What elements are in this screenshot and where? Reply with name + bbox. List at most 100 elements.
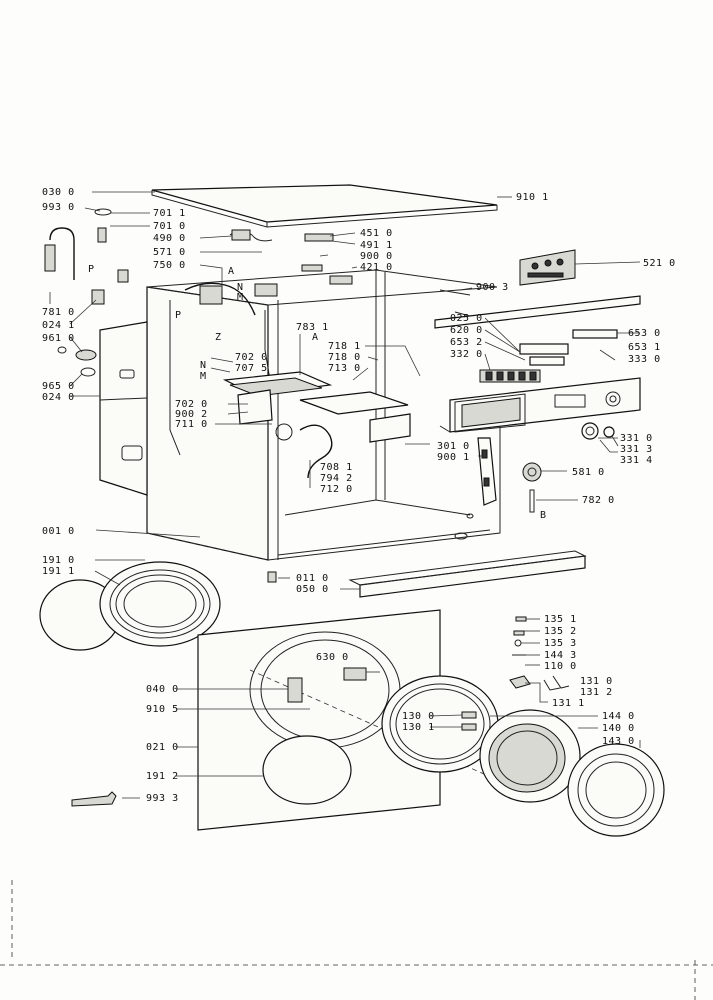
callout-a-top: A (228, 266, 235, 277)
hinge-pin-part (71, 791, 117, 807)
callout-p-left: P (88, 264, 95, 275)
label-130-0: 130 0 (402, 711, 435, 722)
label-781-0: 781 0 (42, 307, 75, 318)
pipe-assembly-part (44, 208, 129, 377)
label-711-0: 711 0 (175, 419, 208, 430)
label-653-1: 653 1 (628, 342, 661, 353)
callout-p-top: P (175, 310, 182, 321)
hinge-rail-part (477, 437, 497, 506)
label-135-1: 135 1 (544, 614, 577, 625)
label-782-0: 782 0 (582, 495, 615, 506)
leader-lines (49, 191, 641, 799)
label-620-0: 620 0 (450, 325, 483, 336)
callout-b: B (540, 510, 547, 521)
top-lid-part (151, 184, 498, 228)
label-143-0: 143 0 (602, 736, 635, 747)
door-seal-part (39, 561, 221, 651)
label-140-0: 140 0 (602, 723, 635, 734)
label-135-2: 135 2 (544, 626, 577, 637)
callout-z: Z (215, 332, 222, 343)
label-713-0: 713 0 (328, 363, 361, 374)
label-451-0: 451 0 (360, 228, 393, 239)
label-144-0: 144 0 (602, 711, 635, 722)
label-130-1: 130 1 (402, 722, 435, 733)
label-332-0: 332 0 (450, 349, 483, 360)
label-191-0: 191 0 (42, 555, 75, 566)
door-handle-part (509, 616, 570, 691)
label-630-0: 630 0 (316, 652, 349, 663)
label-025-0: 025 0 (450, 313, 483, 324)
label-900-1: 900 1 (437, 452, 470, 463)
label-135-3: 135 3 (544, 638, 577, 649)
kickplate-part (267, 550, 587, 598)
label-191-2: 191 2 (146, 771, 179, 782)
label-021-0: 021 0 (146, 742, 179, 753)
door-glass-part (479, 709, 581, 803)
label-750-0: 750 0 (153, 260, 186, 271)
label-131-1: 131 1 (552, 698, 585, 709)
label-131-0: 131 0 (580, 676, 613, 687)
control-panel-part (439, 377, 641, 433)
label-702-0-a: 702 0 (235, 352, 268, 363)
door-outer-ring-part (567, 743, 665, 837)
label-900-3: 900 3 (476, 282, 509, 293)
label-993-3: 993 3 (146, 793, 179, 804)
label-040-0: 040 0 (146, 684, 179, 695)
control-module-part (519, 249, 576, 286)
label-993-0: 993 0 (42, 202, 75, 213)
label-653-0: 653 0 (628, 328, 661, 339)
label-910-1: 910 1 (516, 192, 549, 203)
callout-letters: A A N M N M P P Z B (88, 264, 547, 521)
label-110-0: 110 0 (544, 661, 577, 672)
label-301-0: 301 0 (437, 441, 470, 452)
label-191-1: 191 1 (42, 566, 75, 577)
label-491-1: 491 1 (360, 240, 393, 251)
label-421-0: 421 0 (360, 262, 393, 273)
label-490-0: 490 0 (153, 233, 186, 244)
label-131-2: 131 2 (580, 687, 613, 698)
inlet-hose-part (184, 229, 353, 316)
label-718-0: 718 0 (328, 352, 361, 363)
switch-block-part (479, 329, 618, 383)
knob-part (522, 422, 615, 513)
label-702-0-b: 702 0 (175, 399, 208, 410)
label-961-0: 961 0 (42, 333, 75, 344)
label-701-0: 701 0 (153, 221, 186, 232)
label-910-5: 910 5 (146, 704, 179, 715)
label-050-0: 050 0 (296, 584, 329, 595)
cabinet-frame-part (146, 269, 501, 561)
label-718-1: 718 1 (328, 341, 361, 352)
label-331-4: 331 4 (620, 455, 653, 466)
dispenser-drawer-part (222, 371, 411, 479)
label-708-1: 708 1 (320, 462, 353, 473)
label-001-0: 001 0 (42, 526, 75, 537)
callout-m-top: M (237, 292, 244, 303)
top-rail-part (434, 295, 641, 329)
label-965-0: 965 0 (42, 381, 75, 392)
label-333-0: 333 0 (628, 354, 661, 365)
callout-m-mid: M (200, 371, 207, 382)
label-331-3: 331 3 (620, 444, 653, 455)
label-011-0: 011 0 (296, 573, 329, 584)
label-783-1: 783 1 (296, 322, 329, 333)
label-024-0: 024 0 (42, 392, 75, 403)
callout-n-top: N (237, 282, 244, 293)
label-581-0: 581 0 (572, 467, 605, 478)
label-900-2: 900 2 (175, 409, 208, 420)
callout-n-mid: N (200, 360, 207, 371)
label-900-0: 900 0 (360, 251, 393, 262)
label-794-2: 794 2 (320, 473, 353, 484)
label-571-0: 571 0 (153, 247, 186, 258)
label-331-0: 331 0 (620, 433, 653, 444)
label-712-0: 712 0 (320, 484, 353, 495)
label-024-1: 024 1 (42, 320, 75, 331)
label-144-3: 144 3 (544, 650, 577, 661)
part-labels: 030 0 993 0 701 1 701 0 490 0 571 0 750 … (42, 187, 675, 804)
label-030-0: 030 0 (42, 187, 75, 198)
label-653-2: 653 2 (450, 337, 483, 348)
label-701-1: 701 1 (153, 208, 186, 219)
callout-a-drawer: A (312, 332, 319, 343)
front-panel-part (197, 609, 521, 831)
